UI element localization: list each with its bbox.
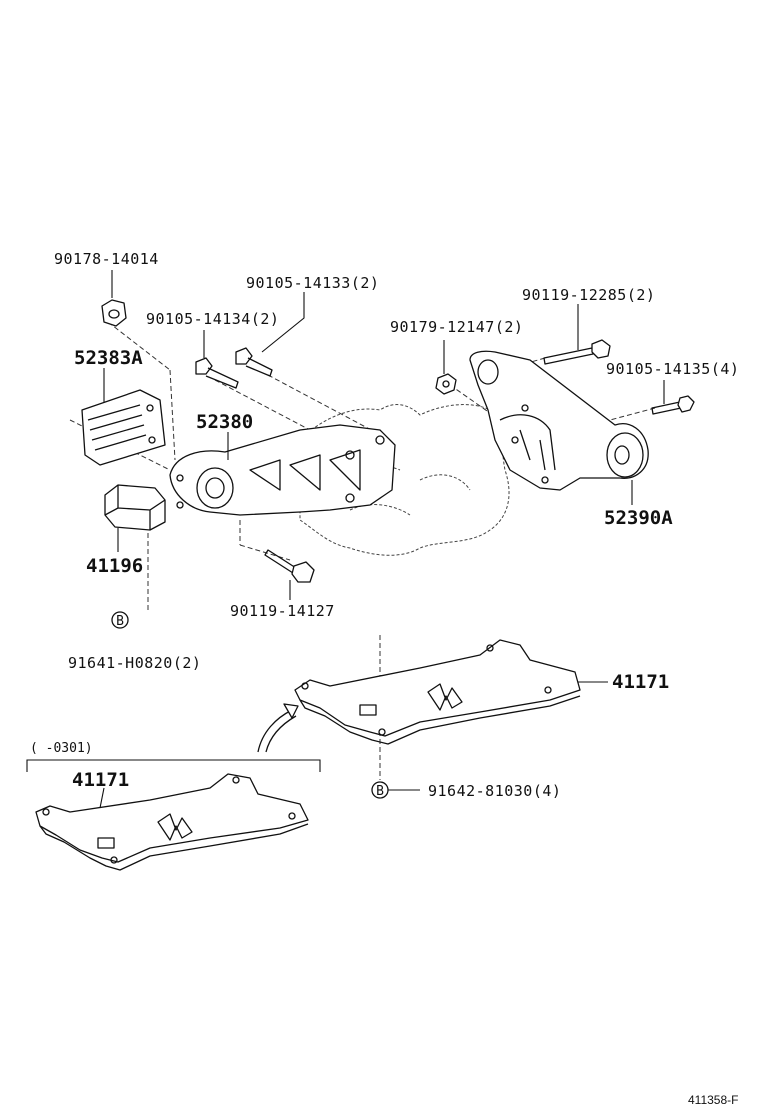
label-90179-12147: 90179-12147(2) [390, 318, 523, 336]
nut-90179-12147 [435, 373, 457, 395]
bolt-90119-12285 [543, 339, 611, 365]
bracket-52383A [81, 389, 166, 466]
marker-b-left-text: B [116, 614, 124, 629]
label-90119-14127: 90119-14127 [230, 602, 335, 620]
label-91642-81030: 91642-81030(4) [428, 782, 561, 800]
marker-b-right-text: B [376, 784, 384, 799]
marker-b-right: B [371, 781, 389, 799]
bolt-90105-14134 [195, 357, 239, 389]
member-52390A [469, 350, 649, 491]
bolt-90105-14135 [651, 395, 695, 415]
arm-52380 [169, 424, 396, 516]
replacement-arrow [257, 703, 299, 753]
cover-41171-old [35, 773, 309, 871]
marker-b-left: B [111, 611, 129, 629]
label-91641-H0820: 91641-H0820(2) [68, 654, 201, 672]
nut-90178-14014 [101, 299, 127, 327]
label-52383A: 52383A [74, 347, 143, 369]
label-diagram-id: 411358-F [688, 1093, 738, 1107]
label-date-range: ( -0301) [30, 741, 93, 756]
bolt-90105-14133 [235, 347, 273, 377]
cover-41171-current [294, 639, 581, 745]
stopper-41196 [104, 484, 166, 531]
date-range-bracket [26, 759, 321, 772]
label-41171-old: 41171 [72, 769, 129, 791]
label-90105-14133: 90105-14133(2) [246, 274, 379, 292]
label-90105-14135: 90105-14135(4) [606, 360, 739, 378]
label-52380: 52380 [196, 411, 253, 433]
label-41171-current: 41171 [612, 671, 669, 693]
label-90119-12285: 90119-12285(2) [522, 286, 655, 304]
label-41196: 41196 [86, 555, 143, 577]
label-52390A: 52390A [604, 507, 673, 529]
leader-lines [99, 270, 665, 809]
label-90105-14134: 90105-14134(2) [146, 310, 279, 328]
label-90178-14014: 90178-14014 [54, 250, 159, 268]
bolt-90119-14127 [264, 549, 315, 583]
